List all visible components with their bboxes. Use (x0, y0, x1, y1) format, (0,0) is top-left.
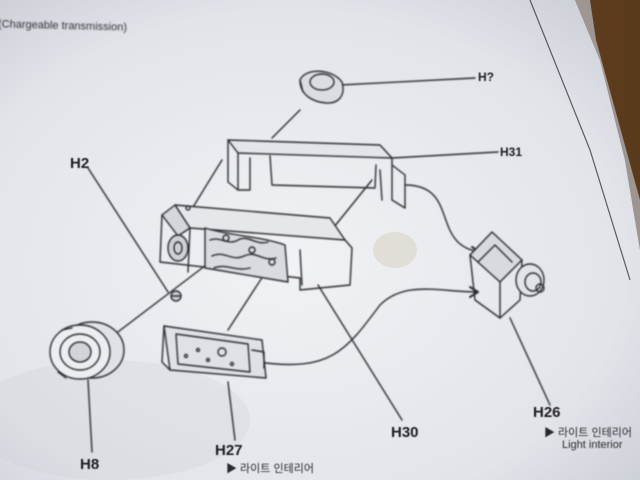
caption-h26-line1: ▶ 라이트 인테리어 (544, 427, 632, 439)
leader-h8 (87, 379, 93, 453)
caption-h27: ▶ 라이트 인테리어 (226, 463, 314, 475)
leader-h26 (509, 317, 551, 406)
label-h-top: H? (478, 70, 494, 84)
part-housing-h30 (159, 204, 353, 291)
caption-h26-line2: Light interior (562, 439, 623, 451)
label-h30: H30 (391, 424, 419, 441)
part-board-h27 (161, 325, 267, 379)
leader-h30 (317, 284, 403, 421)
wire-arrow (469, 286, 479, 298)
guide-line (109, 261, 211, 339)
label-h8: H8 (80, 456, 100, 473)
leader-h2 (87, 167, 169, 293)
leader-h27 (227, 381, 236, 441)
guide-line (189, 159, 223, 213)
label-h26: H26 (533, 404, 561, 421)
part-lens-h8 (49, 321, 125, 380)
guide-line (329, 179, 373, 233)
part-box-h26 (469, 231, 545, 319)
wire (257, 288, 479, 366)
label-h27: H27 (215, 442, 243, 459)
leader-h31 (391, 151, 499, 159)
wire (404, 184, 481, 253)
leader-h-top (339, 77, 476, 86)
part-screw (170, 290, 182, 302)
label-h31: H31 (500, 145, 523, 159)
label-h2: H2 (70, 155, 90, 172)
part-cap-h-top (299, 70, 344, 104)
guide-line (271, 109, 301, 139)
part-bracket-h31 (227, 139, 406, 209)
